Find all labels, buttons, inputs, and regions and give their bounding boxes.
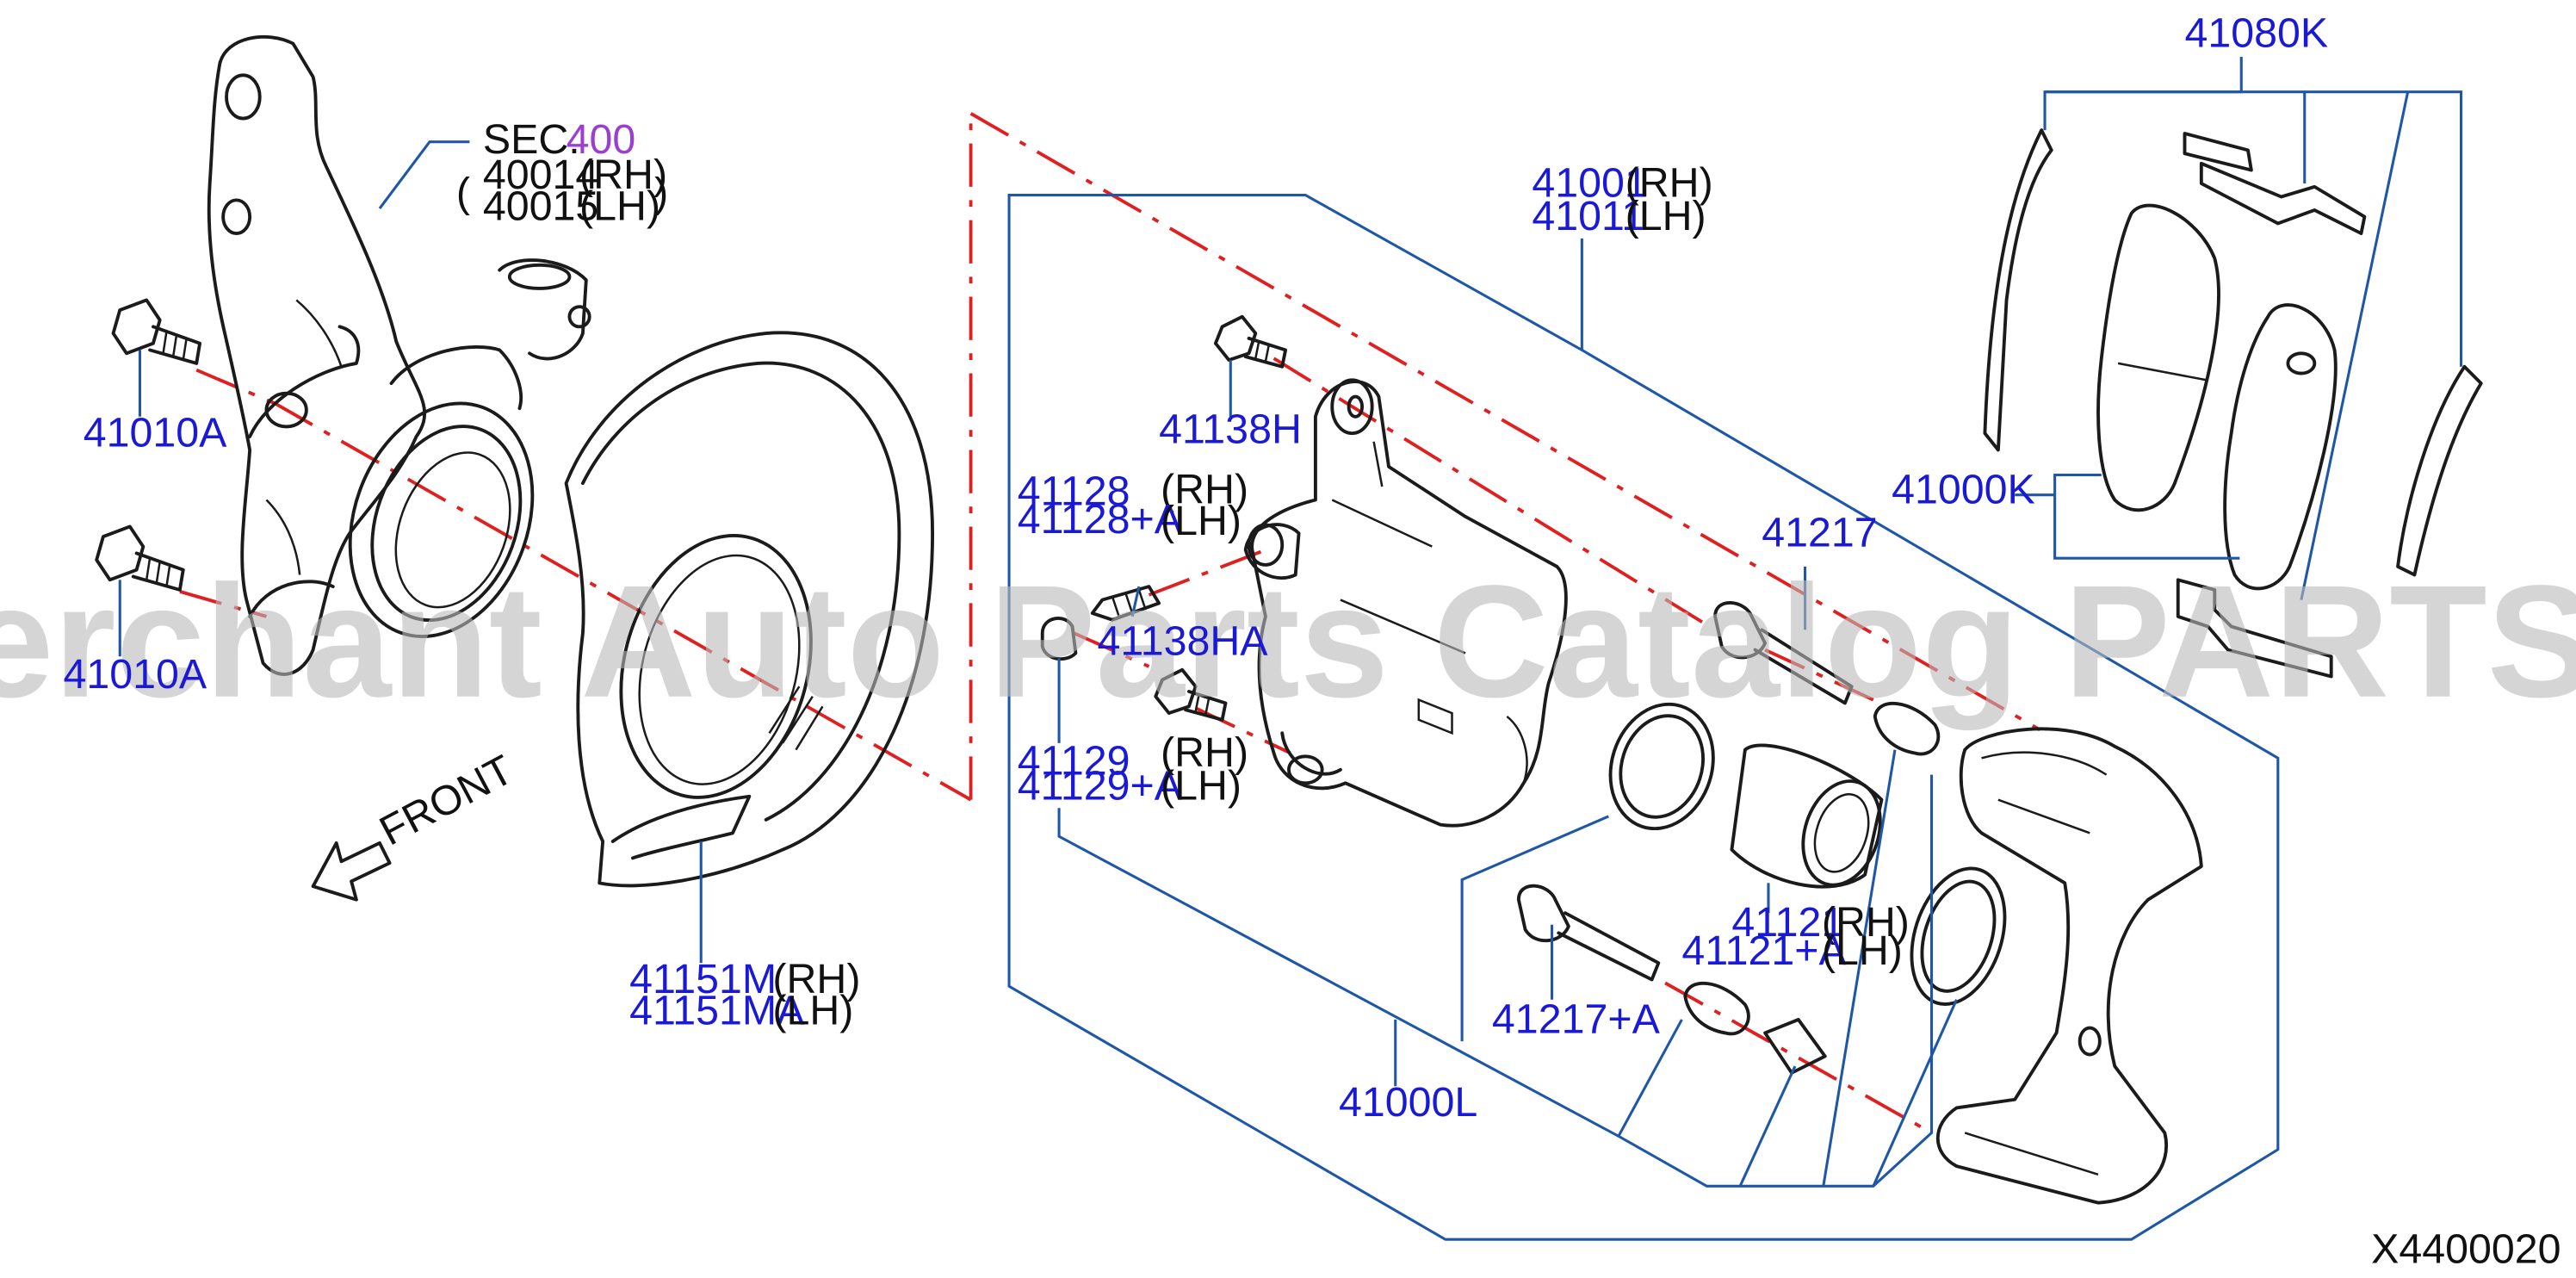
label-41011-side: (LH)	[1625, 193, 1706, 239]
label-41001-side: (RH)	[1625, 160, 1713, 207]
sec-prefix: SEC.	[483, 116, 580, 163]
front-arrow	[311, 841, 392, 902]
label-41128: 41128	[1018, 468, 1130, 514]
sec-rh: (RH)	[579, 152, 667, 198]
label-41121A: 41121+A	[1681, 927, 1847, 974]
label-41121-side: (RH)	[1822, 899, 1910, 946]
label-41121: 41121	[1731, 899, 1844, 946]
label-41151MA: 41151MA	[629, 988, 805, 1034]
label-41151MA-side: (LH)	[772, 988, 853, 1034]
brake-pad-outer	[2223, 303, 2338, 591]
watermark-text: Offers Merchant Auto Parts Catalog PARTS…	[0, 553, 2576, 731]
label-41129A: 41129+A	[1018, 763, 1183, 810]
guide-pin-41217	[1713, 601, 1854, 705]
label-41138HA: 41138HA	[1098, 617, 1269, 664]
pin-sleeve	[1763, 1018, 1827, 1075]
sec-lh-part: 40015	[483, 183, 598, 230]
caliper-bracket	[1936, 727, 2203, 1205]
cap-41129	[1040, 617, 1078, 661]
label-41011: 41011	[1532, 193, 1644, 239]
piston-seal	[1608, 702, 1715, 831]
caliper-body	[1243, 378, 1568, 828]
label-41138H: 41138H	[1159, 406, 1302, 453]
label-41010A-top: 41010A	[84, 410, 227, 456]
label-41217: 41217	[1762, 510, 1877, 556]
pad-retainer-clip	[2176, 132, 2367, 679]
front-label: FRONT	[372, 747, 520, 855]
diagram-id: X4400020	[2371, 1225, 2561, 1272]
bolt-41010A-top	[111, 298, 202, 365]
steering-knuckle	[207, 34, 591, 676]
labels: SEC. 400 ( ) 40014 (RH) 40015 (LH) 41010…	[63, 9, 2561, 1272]
sec-number: 400	[567, 116, 636, 163]
label-41151M: 41151M	[629, 956, 777, 1002]
pad-shim-left	[1983, 128, 2053, 452]
assembly-axes	[179, 112, 2041, 1135]
bolt-41138H	[1213, 314, 1288, 369]
label-41217A: 41217+A	[1492, 996, 1661, 1042]
label-41128A: 41128+A	[1018, 496, 1183, 543]
dust-shield	[564, 331, 935, 888]
sec-rh-part: 40014	[483, 152, 598, 198]
bolt-41138HA	[1154, 667, 1228, 722]
label-41129: 41129	[1018, 738, 1130, 785]
sec-bracket-close: )	[654, 170, 668, 216]
pin-boot-lower	[1683, 981, 1750, 1036]
brake-pad-inner	[2096, 203, 2220, 512]
label-41128A-side: (LH)	[1161, 498, 1242, 544]
label-41129-side: (RH)	[1161, 729, 1248, 776]
label-41010A-bottom: 41010A	[63, 651, 207, 698]
label-41080K: 41080K	[2184, 9, 2328, 56]
guide-pin-41217A	[1516, 884, 1661, 982]
pad-shim-right	[2396, 364, 2483, 577]
piston-41121	[1730, 743, 1884, 889]
label-41151M-side: (RH)	[772, 956, 860, 1002]
label-41001: 41001	[1532, 160, 1647, 207]
label-41129A-side: (LH)	[1161, 763, 1242, 810]
leader-lines	[118, 57, 2463, 1241]
pin-boot-upper	[1873, 701, 1941, 756]
piston-boot	[1910, 866, 2007, 1006]
label-41128-side: (RH)	[1161, 466, 1248, 512]
label-41121A-side: (LH)	[1822, 927, 1903, 974]
bolt-41010A-bottom	[95, 524, 185, 592]
sec-bracket-open: (	[456, 170, 470, 216]
label-41000K: 41000K	[1892, 466, 2035, 512]
label-41000L: 41000L	[1339, 1079, 1477, 1126]
bleeder-41128	[1090, 585, 1161, 622]
sec-lh: (LH)	[579, 183, 660, 230]
